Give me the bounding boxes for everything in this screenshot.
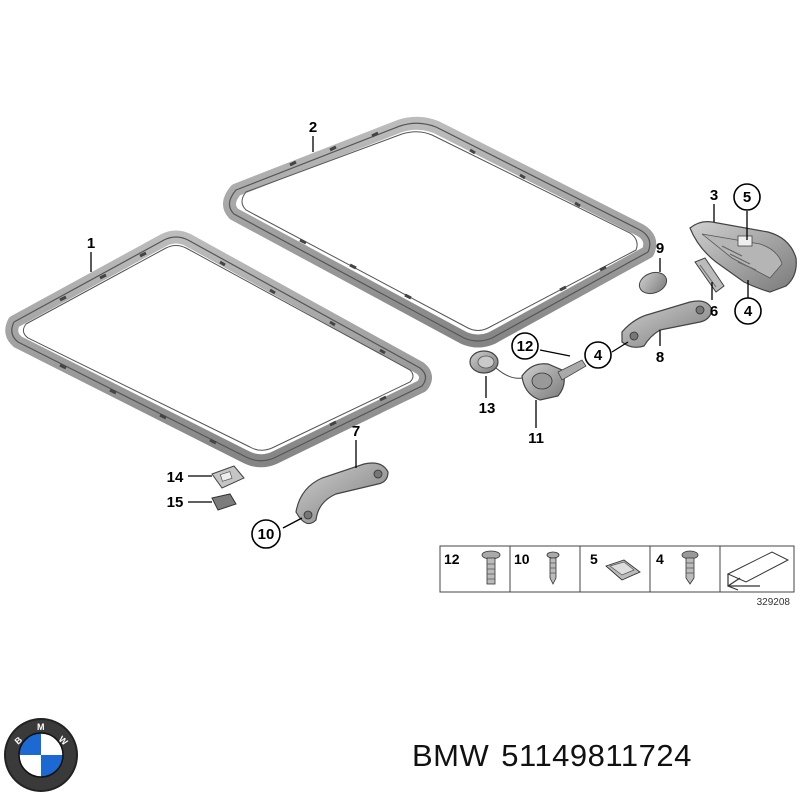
screw-4-icon [681, 550, 699, 585]
callout-9: 9 [656, 240, 664, 257]
bmw-logo: B M W [4, 718, 78, 792]
part-number: 51149811724 [501, 738, 692, 773]
callout-6: 6 [710, 303, 718, 320]
reference-number: 329208 [757, 597, 791, 608]
frame-part-2 [223, 116, 657, 348]
screw-12-icon [481, 550, 501, 585]
callout-15: 15 [167, 494, 184, 511]
frame-part-1 [5, 230, 432, 468]
callout-10: 10 [258, 526, 275, 543]
callout-1: 1 [87, 235, 95, 252]
callout-11: 11 [528, 430, 544, 447]
callout-2: 2 [309, 119, 317, 136]
brand-name: BMW [412, 738, 490, 773]
callout-7: 7 [352, 423, 360, 440]
callout-4-upper: 4 [744, 303, 753, 320]
callout-3: 3 [710, 187, 718, 204]
clip-part-6 [694, 257, 725, 293]
legend-label-12: 12 [444, 551, 460, 567]
fastener-legend: 12 10 5 4 329208 [439, 545, 795, 608]
clip-nut-5-icon [605, 559, 641, 581]
callout-8: 8 [656, 349, 664, 366]
callout-13: 13 [479, 400, 496, 417]
lamp-part-11 [521, 359, 587, 401]
callout-4-middle: 4 [594, 347, 603, 364]
lens-part-13 [469, 350, 523, 379]
screw-10-icon [546, 551, 560, 585]
bracket-part-3 [689, 221, 797, 293]
cap-part-9 [638, 271, 668, 295]
callouts: 1 2 3 5 9 6 4 12 4 8 13 11 7 14 15 10 [87, 119, 762, 549]
part-caption: BMW 51149811724 [412, 738, 704, 774]
callout-5: 5 [743, 189, 751, 206]
svg-text:B: B [13, 734, 25, 746]
callout-14: 14 [167, 469, 184, 486]
leader-lines [90, 136, 749, 529]
callout-12: 12 [517, 338, 534, 355]
clip-part-14 [211, 465, 245, 489]
legend-label-5: 5 [590, 551, 598, 567]
grab-handle-part-7 [295, 462, 389, 525]
svg-text:M: M [37, 722, 45, 732]
direction-arrow-icon [726, 551, 790, 591]
clip-part-15 [211, 493, 237, 511]
grab-handle-part-8 [621, 300, 713, 348]
legend-label-4: 4 [656, 551, 664, 567]
legend-label-10: 10 [514, 551, 530, 567]
